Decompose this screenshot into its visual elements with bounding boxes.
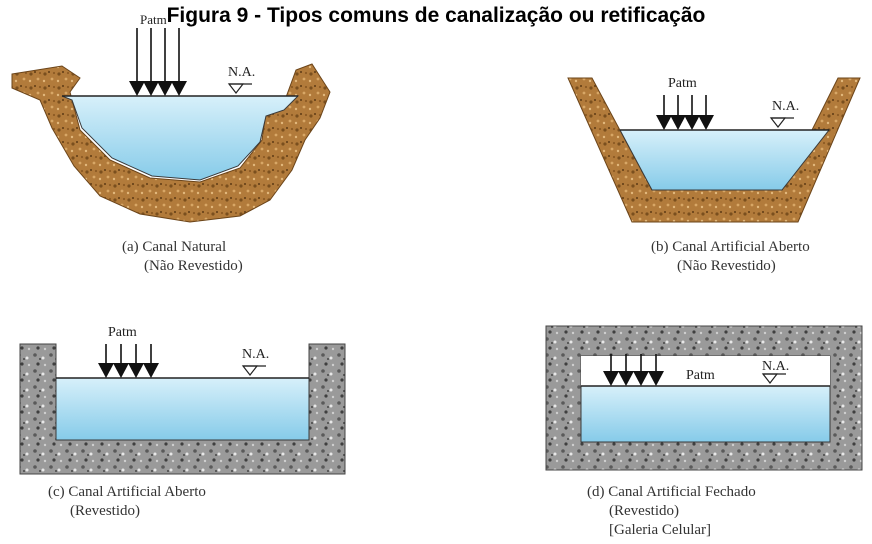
patm-label-c: Patm: [108, 325, 137, 340]
panel-c-rectangular-open-channel: [19, 343, 346, 475]
na-label-d: N.A.: [762, 359, 789, 374]
caption-d: (d) Canal Artificial Fechado (Revestido)…: [587, 484, 756, 538]
water-level-symbol-c: [241, 365, 266, 376]
concrete-lining-c: [19, 343, 346, 475]
panel-b-trapezoidal-channel: [567, 77, 861, 223]
pressure-arrows-c: [98, 344, 159, 378]
patm-label-a: Patm: [140, 12, 167, 27]
patm-label-d: Patm: [686, 368, 715, 383]
water-a: [61, 95, 300, 181]
soil-bank-a: [11, 63, 331, 223]
water-level-symbol-b: [769, 117, 794, 128]
na-label-a: N.A.: [228, 65, 255, 80]
pressure-arrows-b: [656, 95, 714, 130]
na-label-c: N.A.: [242, 347, 269, 362]
caption-b: (b) Canal Artificial Aberto (Não Revesti…: [651, 239, 810, 274]
na-label-b: N.A.: [772, 99, 799, 114]
patm-label-b: Patm: [668, 76, 697, 91]
caption-c: (c) Canal Artificial Aberto (Revestido): [48, 484, 206, 519]
water-level-symbol-d: [761, 373, 786, 384]
pressure-arrows-d: [603, 354, 664, 386]
panel-a-natural-channel: [11, 63, 331, 223]
water-c: [55, 377, 310, 441]
figure-title: Figura 9 - Tipos comuns de canalização o…: [166, 4, 706, 27]
pressure-arrows-a: [129, 28, 187, 96]
water-d: [580, 385, 831, 443]
water-level-symbol-a: [227, 83, 252, 94]
soil-bank-b: [567, 77, 861, 223]
caption-a: (a) Canal Natural (Não Revestido): [122, 239, 243, 274]
panel-d-box-culvert: [545, 325, 863, 471]
